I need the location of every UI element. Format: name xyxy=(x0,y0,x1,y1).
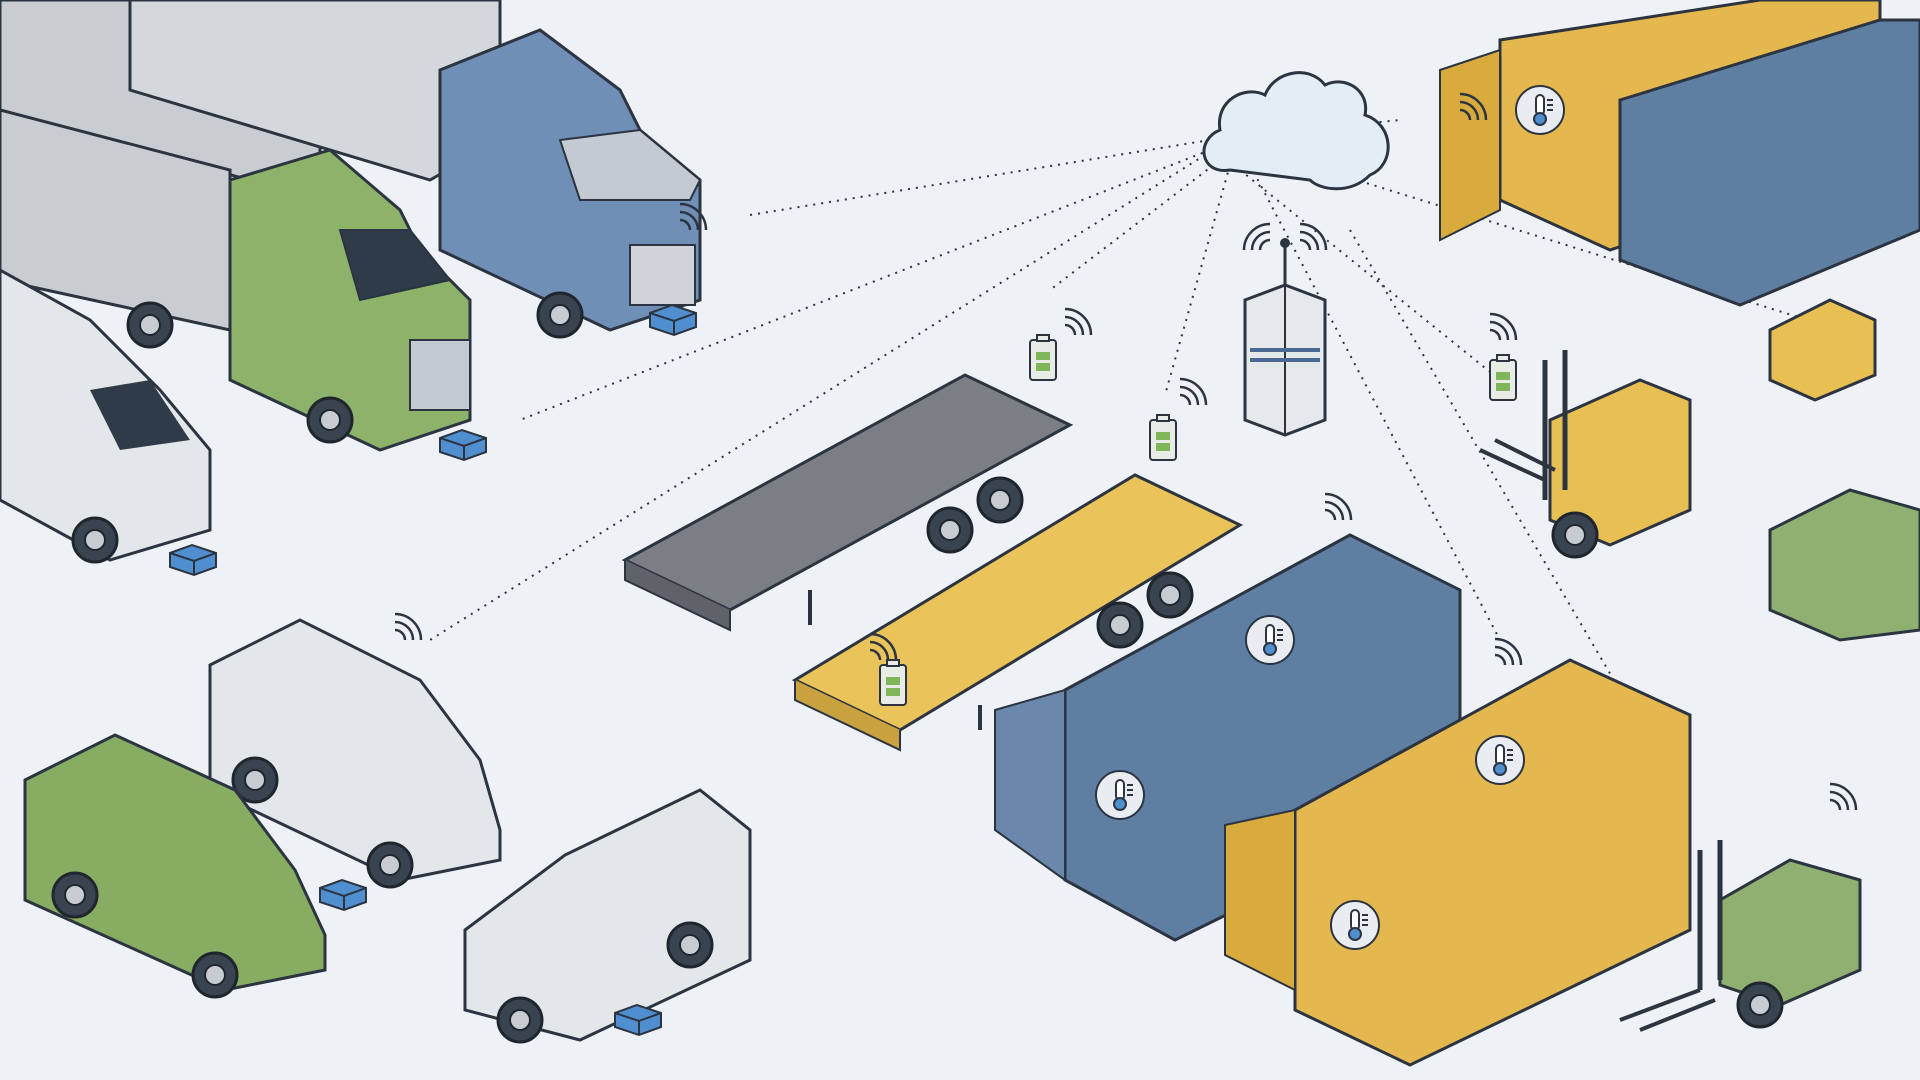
flatbed-trailer-gray xyxy=(621,307,1208,632)
generator-yellow xyxy=(1768,298,1877,402)
forklift-green xyxy=(1619,782,1862,1032)
thermometer-icon xyxy=(1330,900,1380,950)
obd-tracker-icon xyxy=(649,304,697,336)
thermometer-icon xyxy=(1475,735,1525,785)
van-white-left xyxy=(0,268,217,576)
battery-tracker-icon xyxy=(1029,334,1057,381)
container-blue-top xyxy=(1618,18,1920,307)
battery-tracker-icon xyxy=(1489,354,1517,401)
van-green xyxy=(23,733,327,999)
thermometer-icon xyxy=(1245,615,1295,665)
van-white-middle xyxy=(208,612,502,911)
obd-tracker-icon xyxy=(614,1004,662,1036)
obd-tracker-icon xyxy=(439,429,487,461)
flatbed-trailer-yellow xyxy=(791,473,1244,752)
container-yellow-bottom xyxy=(1224,637,1692,1067)
obd-tracker-icon xyxy=(169,544,217,576)
forklift-yellow xyxy=(1479,312,1692,559)
battery-tracker-icon xyxy=(879,659,907,706)
generator-green xyxy=(1768,488,1920,642)
battery-tracker-icon xyxy=(1149,414,1177,461)
semi-truck-green xyxy=(0,108,487,461)
cell-tower-icon xyxy=(1242,222,1328,437)
semi-truck-blue xyxy=(438,28,708,339)
cloud-icon xyxy=(1202,71,1390,191)
van-white-front xyxy=(463,788,752,1044)
obd-tracker-icon xyxy=(319,879,367,911)
thermometer-icon xyxy=(1515,85,1565,135)
thermometer-icon xyxy=(1095,770,1145,820)
